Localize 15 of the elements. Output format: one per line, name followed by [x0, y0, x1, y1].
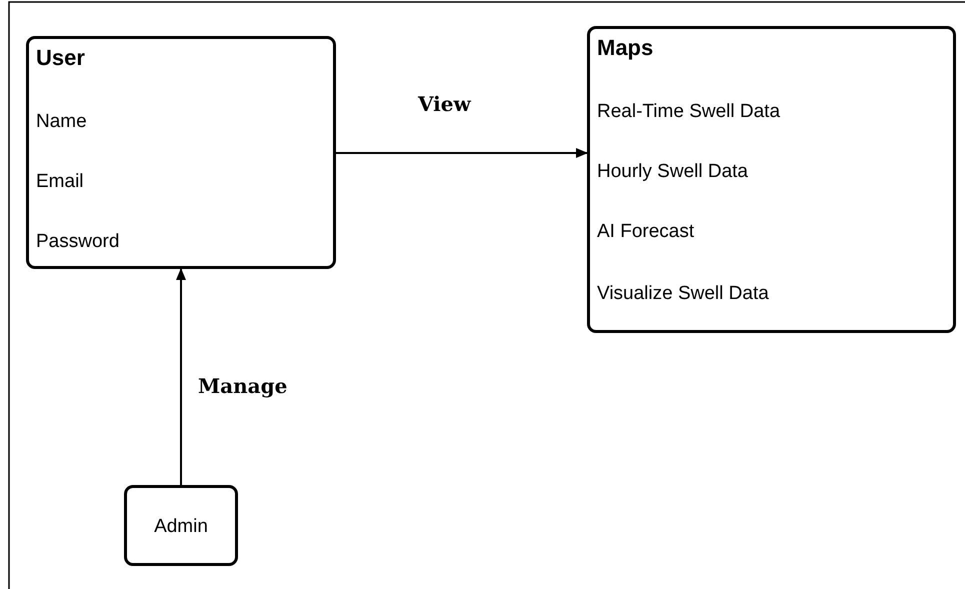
entity-title: User: [36, 45, 85, 71]
attribute-text: Visualize Swell Data: [597, 283, 769, 305]
attribute-text: Hourly Swell Data: [597, 161, 748, 183]
attribute-text: Password: [36, 231, 120, 253]
entity-box: [26, 36, 336, 269]
attribute-text: AI Forecast: [597, 221, 694, 243]
attribute-text: Email: [36, 171, 84, 193]
arrow: [336, 148, 588, 158]
entity-label: Admin: [153, 516, 209, 538]
attribute-text: Real-Time Swell Data: [597, 101, 780, 123]
entity-title: Maps: [597, 35, 654, 61]
entity-box: [124, 485, 238, 566]
entity-box: [587, 26, 956, 333]
attribute-text: Name: [36, 111, 87, 133]
arrow: [176, 268, 186, 485]
